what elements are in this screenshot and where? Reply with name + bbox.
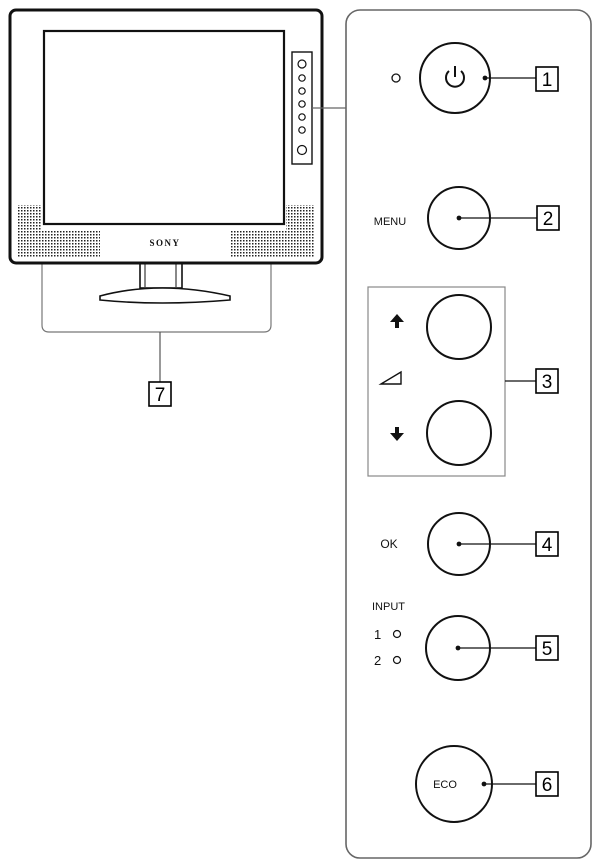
speaker-grille-left-lower xyxy=(42,230,100,257)
input-1-indicator xyxy=(392,629,402,639)
menu-row: MENU 2 xyxy=(374,186,560,250)
callout-3: 3 xyxy=(542,372,553,393)
bezel-button-column xyxy=(291,51,313,165)
input-row: INPUT 1 2 5 xyxy=(372,601,559,681)
brightness-group: 3 xyxy=(367,286,559,477)
input-label: INPUT xyxy=(372,601,405,613)
speaker-grille-left xyxy=(18,205,42,257)
ok-label: OK xyxy=(380,537,397,551)
input-1-label: 1 xyxy=(374,627,381,642)
menu-label: MENU xyxy=(374,216,406,228)
power-icon xyxy=(445,66,465,88)
callout-5: 5 xyxy=(542,639,553,660)
callout-7: 7 xyxy=(148,332,172,407)
callout-1: 1 xyxy=(542,70,553,91)
eco-row: ECO 6 xyxy=(415,745,559,823)
monitor-screen xyxy=(42,29,286,226)
volume-wedge-icon xyxy=(378,370,402,385)
ok-row: OK 4 xyxy=(380,512,559,576)
callout-6: 6 xyxy=(542,775,553,796)
callout-4: 4 xyxy=(542,535,553,556)
up-button[interactable] xyxy=(426,294,492,360)
input-2-indicator xyxy=(392,655,402,665)
power-indicator-led xyxy=(391,73,401,83)
monitor-brand-logo: SONY xyxy=(149,238,180,248)
power-button[interactable] xyxy=(419,42,491,114)
callout-7-frame xyxy=(41,255,272,333)
down-arrow-icon xyxy=(390,427,404,441)
speaker-grille-right xyxy=(286,205,314,257)
up-arrow-icon xyxy=(390,314,404,328)
input-2-label: 2 xyxy=(374,653,381,668)
eco-label: ECO xyxy=(433,779,457,791)
callout-2: 2 xyxy=(543,209,554,230)
speaker-grille-right-lower xyxy=(230,230,286,257)
monitor: SONY xyxy=(8,8,346,333)
power-row: 1 xyxy=(391,42,559,114)
monitor-stand xyxy=(99,257,231,304)
svg-text:7: 7 xyxy=(155,385,166,406)
down-button[interactable] xyxy=(426,400,492,466)
